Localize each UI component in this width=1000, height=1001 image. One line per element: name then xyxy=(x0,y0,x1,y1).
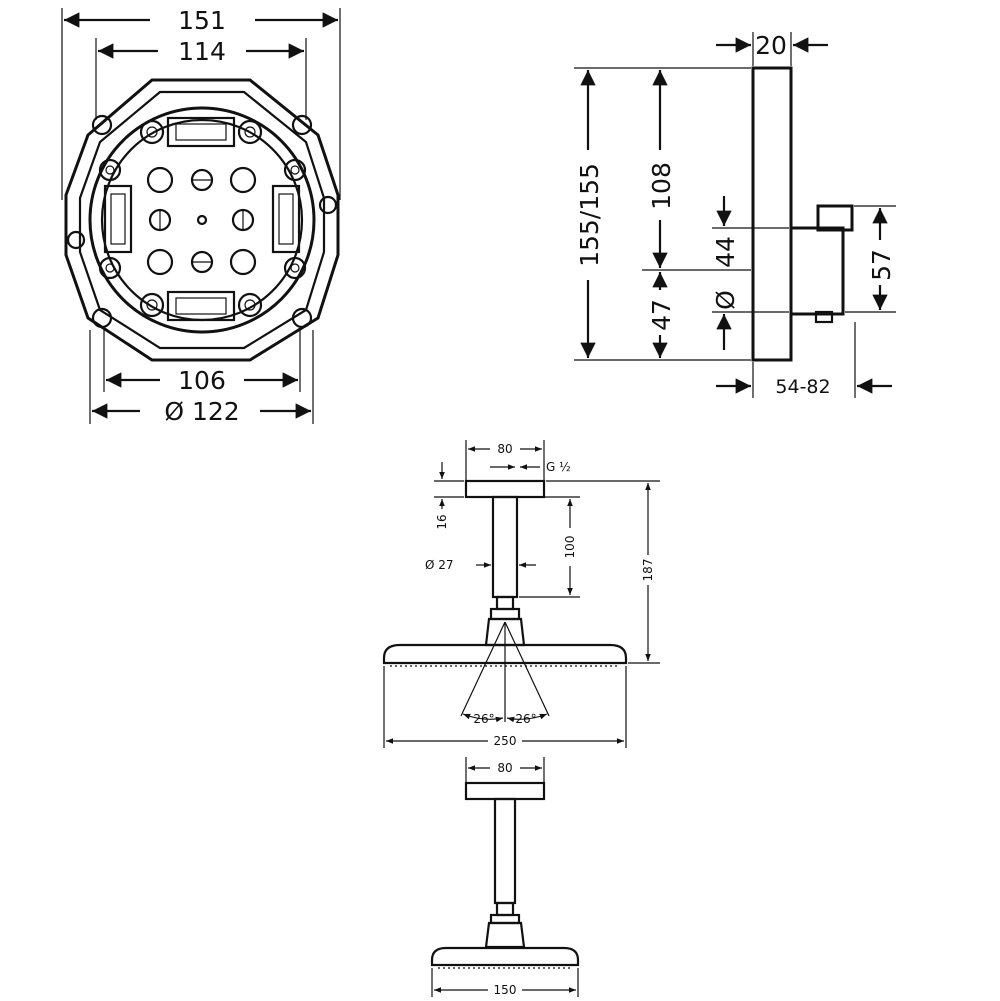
dim-diameter: Ø 122 xyxy=(164,397,239,426)
dim-head-width: 150 xyxy=(494,983,517,997)
dim-projection: 54-82 xyxy=(775,376,830,398)
port-grid xyxy=(146,166,257,276)
spray-angle-left: 26° xyxy=(473,712,494,726)
screw-bosses xyxy=(98,119,307,318)
right-clamp xyxy=(271,184,301,254)
shower-head-150 xyxy=(430,946,580,967)
box-octagon-inner xyxy=(78,90,326,350)
shower-arm xyxy=(493,797,517,905)
swivel-nut xyxy=(495,595,515,611)
mount-ear xyxy=(318,195,338,215)
dim-flange-width: 80 xyxy=(497,442,512,456)
shower-head-250 xyxy=(382,643,628,665)
spray-line-left xyxy=(460,621,506,717)
bottom-clamp xyxy=(166,290,236,322)
large-shower-head-view: 80 G ½ 16 Ø 27 100 187 26° 26° xyxy=(382,440,660,748)
bore-symbol: Ø xyxy=(711,290,740,310)
mounting-box-view: 151 114 106 Ø 122 xyxy=(61,6,341,426)
dim-upper-height: 108 xyxy=(647,162,676,210)
box-ring-outer xyxy=(88,106,316,334)
trim-plate xyxy=(751,66,793,362)
mount-ear xyxy=(291,307,313,329)
dim-flange-width: 80 xyxy=(497,761,512,775)
dim-inner-width: 114 xyxy=(178,37,226,66)
top-clamp xyxy=(166,116,236,148)
spray-angle-right: 26° xyxy=(515,712,536,726)
shower-arm xyxy=(491,495,519,599)
valve-stem xyxy=(814,310,834,324)
center-hole xyxy=(196,214,208,226)
ball-joint xyxy=(484,921,526,949)
dim-arm-diameter: Ø 27 xyxy=(425,558,454,572)
dim-head-width: 250 xyxy=(494,734,517,748)
mount-ear xyxy=(66,230,86,250)
dim-bore: 44 xyxy=(711,236,740,268)
ceiling-flange xyxy=(464,781,546,801)
left-clamp xyxy=(103,184,133,254)
box-octagon-outer xyxy=(64,78,340,362)
valve-cap xyxy=(816,204,854,232)
dim-total-height: 187 xyxy=(641,559,655,582)
thermostat-side-view: 20 155/155 108 47 44 Ø 57 xyxy=(574,31,896,398)
dim-outer-width: 151 xyxy=(178,6,226,35)
dim-flange-height: 16 xyxy=(435,514,449,529)
thread-spec: G ½ xyxy=(546,460,571,474)
dim-lower-height: 47 xyxy=(647,299,676,331)
mount-ear xyxy=(91,307,113,329)
swivel-nut xyxy=(495,901,515,917)
dim-plate-depth: 20 xyxy=(755,31,787,60)
dim-total-height: 155/155 xyxy=(575,163,604,267)
ceiling-flange xyxy=(464,479,546,499)
dim-bottom-width: 106 xyxy=(178,366,226,395)
mount-ear xyxy=(291,114,313,136)
spray-line-right xyxy=(504,621,550,717)
small-shower-head-view: 80 150 xyxy=(430,757,580,997)
dim-body-height: 57 xyxy=(867,249,896,281)
mount-ear xyxy=(91,114,113,136)
dim-arm-length: 100 xyxy=(563,536,577,559)
valve-body xyxy=(789,226,845,316)
